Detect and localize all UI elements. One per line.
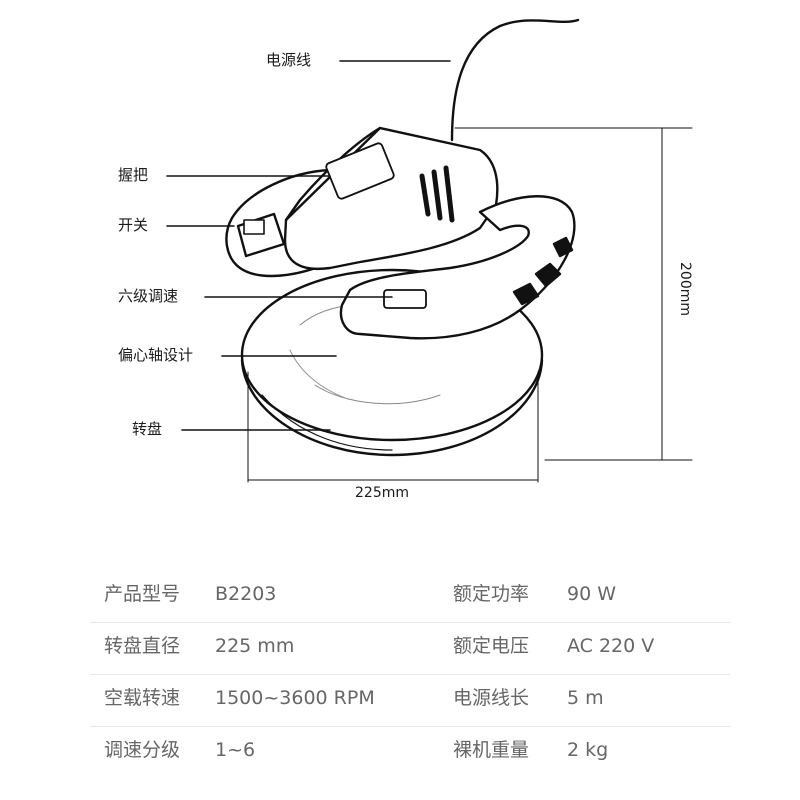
spec-label: 额定功率 [453, 583, 530, 605]
spec-value: 1500~3600 RPM [215, 687, 375, 709]
logo-panel [325, 142, 395, 200]
height-dimension: 200mm [677, 262, 693, 316]
spec-label: 裸机重量 [453, 739, 530, 761]
spec-label: 空载转速 [104, 687, 181, 709]
spec-value: 90 W [567, 583, 617, 605]
pad-rim [240, 358, 544, 457]
width-dimension: 225mm [355, 485, 409, 501]
spec-label: 调速分级 [104, 739, 181, 761]
spec-row: 产品型号 B2203 额定功率 90 W [90, 571, 730, 623]
spec-value: 1~6 [215, 739, 256, 761]
product-diagram: 电源线 握把 开关 六级调速 偏心轴设计 转盘 200mm 225mm [118, 18, 693, 501]
spec-value: 2 kg [567, 739, 609, 761]
spec-label: 产品型号 [104, 583, 181, 605]
power-cord-line [450, 18, 580, 142]
spec-row: 转盘直径 225 mm 额定电压 AC 220 V [90, 623, 730, 675]
machine-body [283, 126, 499, 271]
switch-icon [243, 219, 265, 235]
spec-value: AC 220 V [567, 635, 655, 657]
spec-table: 产品型号 B2203 额定功率 90 W 转盘直径 225 mm 额定电压 AC… [90, 571, 730, 778]
spec-value: 5 m [567, 687, 604, 709]
spec-row: 空载转速 1500~3600 RPM 电源线长 5 m [90, 675, 730, 727]
spec-row: 调速分级 1~6 裸机重量 2 kg [90, 727, 730, 778]
power-cord-callout: 电源线 [266, 51, 312, 69]
spec-label: 转盘直径 [104, 635, 181, 657]
grip-callout: 握把 [118, 166, 149, 184]
switch-callout: 开关 [118, 216, 149, 234]
spec-value: 225 mm [215, 635, 295, 657]
speed-control-icon [383, 289, 427, 309]
spec-value: B2203 [215, 583, 277, 605]
turntable-callout: 转盘 [132, 420, 163, 438]
speed-control-callout: 六级调速 [118, 287, 179, 305]
polisher-illustration [166, 18, 693, 483]
spec-label: 电源线长 [453, 687, 530, 709]
spec-label: 额定电压 [453, 635, 530, 657]
eccentric-axis-callout: 偏心轴设计 [118, 346, 194, 364]
